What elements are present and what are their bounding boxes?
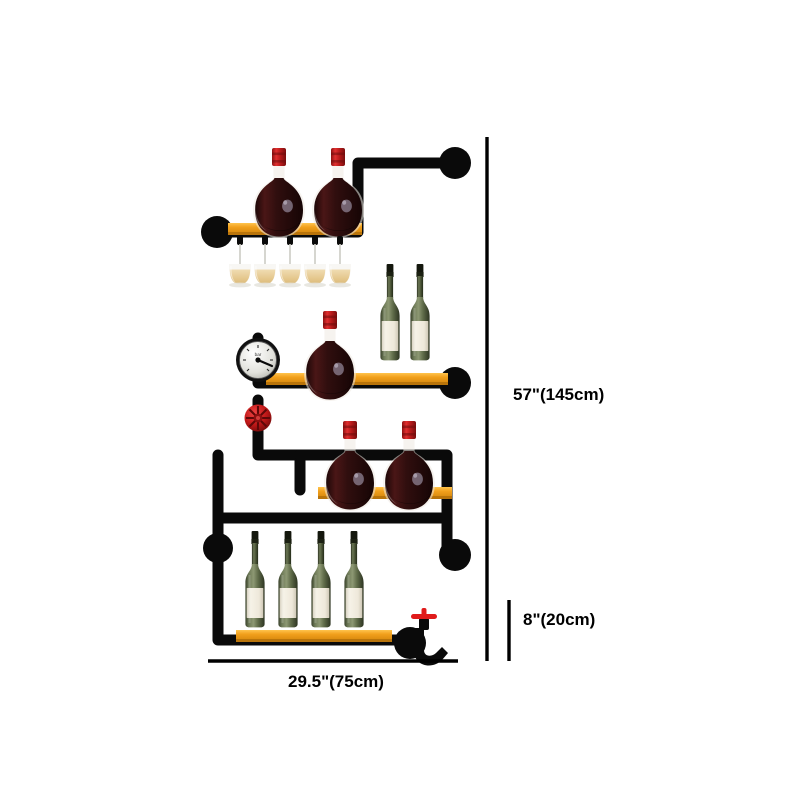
wine-bottle — [311, 531, 331, 628]
wine-glass — [304, 244, 326, 288]
decanter — [324, 421, 376, 511]
wine-bottle — [278, 531, 298, 628]
wine-bottle — [245, 531, 265, 628]
pressure-gauge: bar — [236, 338, 280, 382]
shelf-bottom-board — [236, 630, 392, 642]
dimension-depth-label: 8"(20cm) — [523, 610, 596, 629]
shelf-second-board — [266, 373, 448, 385]
decanter — [304, 311, 356, 401]
decanter — [253, 148, 305, 238]
svg-text:bar: bar — [255, 352, 262, 357]
wine-glass — [229, 244, 251, 288]
dimension-height-label: 57"(145cm) — [513, 385, 605, 404]
pipe-third-rail — [212, 449, 453, 524]
shelf-bottom-items — [245, 531, 364, 628]
stemware-rail — [229, 236, 351, 288]
wine-glass — [329, 244, 351, 288]
dimension-lines — [208, 137, 511, 663]
dimension-width-label: 29.5"(75cm) — [288, 672, 384, 691]
flange-top-left — [201, 216, 233, 248]
wine-glass — [279, 244, 301, 288]
decanter — [383, 421, 435, 511]
wine-bottle — [380, 264, 400, 361]
wine-glass — [254, 244, 276, 288]
flange-top-right — [439, 147, 471, 179]
wine-bottle — [410, 264, 430, 361]
wine-bottle — [344, 531, 364, 628]
flange-left-mid — [203, 533, 233, 563]
faucet-tap — [411, 608, 448, 666]
valve-handwheel — [244, 404, 272, 432]
pipe-left-spine — [212, 449, 246, 646]
